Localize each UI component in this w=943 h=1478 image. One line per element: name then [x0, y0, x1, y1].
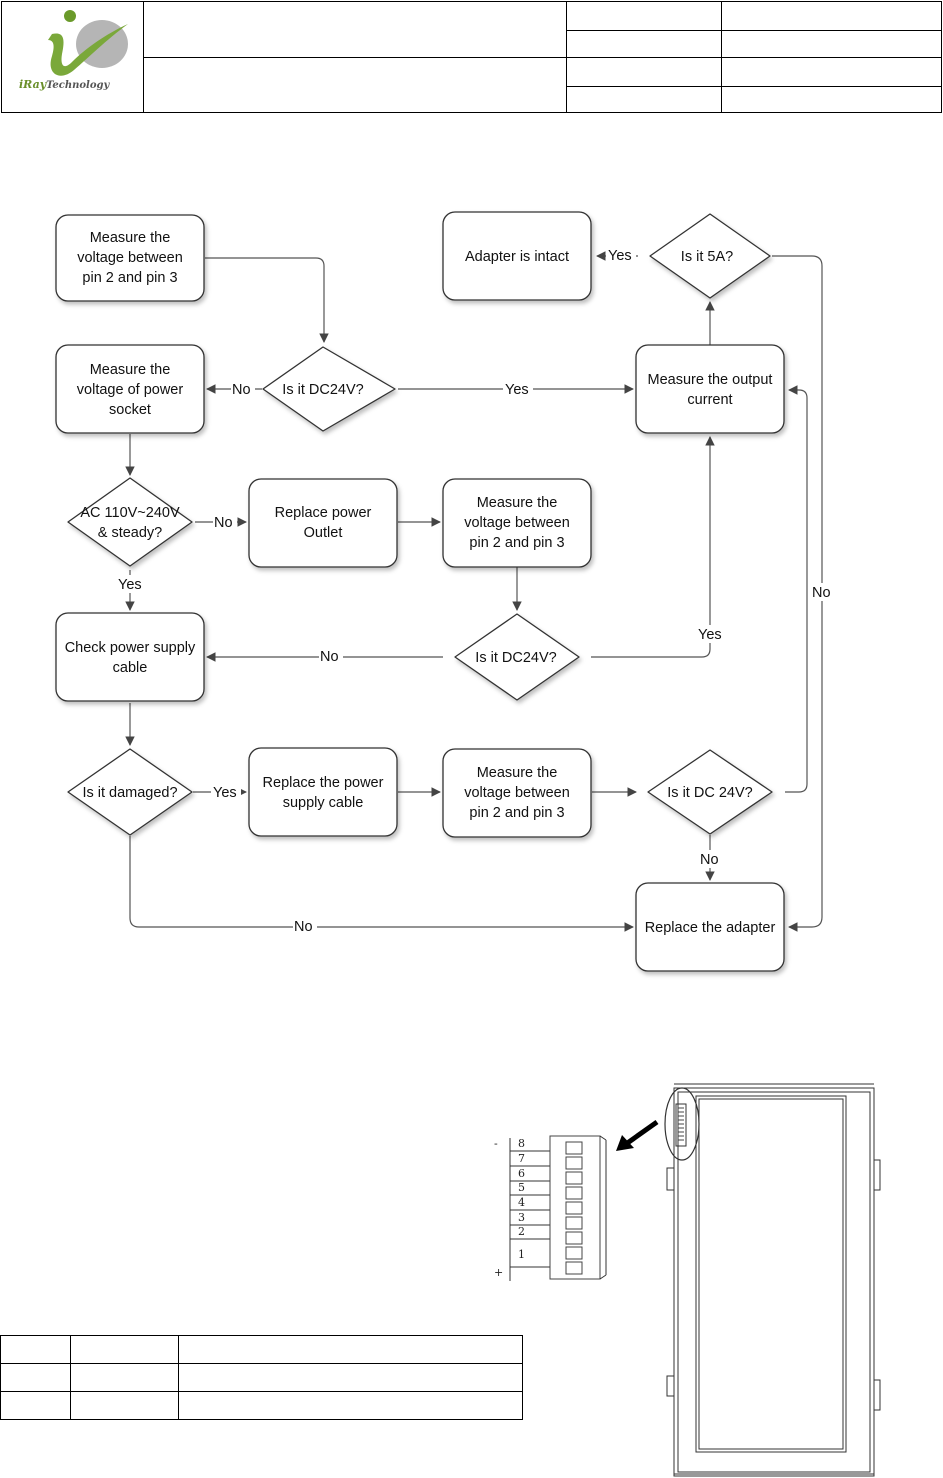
node-text: cable	[113, 660, 148, 676]
table-cell	[178, 1391, 523, 1420]
node-is-dc24v-1	[262, 346, 396, 432]
node-is-dc24v-2	[454, 613, 580, 701]
node-measure-pins-top	[55, 214, 205, 302]
label-yes: Yes	[213, 785, 237, 801]
node-adapter-intact	[442, 211, 592, 301]
node-text: Is it DC24V?	[282, 382, 363, 398]
label-yes: Yes	[698, 627, 722, 643]
pin-label: 6	[518, 1167, 525, 1180]
node-text: Measure the	[477, 765, 558, 781]
node-text: AC 110V~240V	[80, 505, 180, 521]
label-no: No	[232, 382, 251, 398]
label-no: No	[320, 649, 339, 665]
label-no: No	[214, 515, 233, 531]
logo-wordmark: iRayTechnology	[19, 78, 110, 91]
node-text: supply cable	[283, 795, 364, 811]
node-measure-output	[635, 344, 785, 434]
pin-label: 1	[518, 1248, 525, 1261]
node-text: socket	[109, 402, 151, 418]
label-yes: Yes	[608, 248, 632, 264]
node-measure-pins-bot	[442, 748, 592, 838]
node-is-dc24v-3	[647, 749, 773, 835]
node-text: voltage of power	[77, 382, 184, 398]
node-text: Replace power	[275, 505, 372, 521]
device-outline-drawing	[664, 1083, 881, 1477]
node-replace-adapter	[635, 882, 785, 972]
node-text: Adapter is intact	[465, 249, 569, 265]
table-cell	[178, 1363, 523, 1392]
edge-labels: No Yes Yes No Yes No Yes No Yes No No	[116, 246, 835, 935]
pin-label: 5	[518, 1181, 525, 1194]
pin-label: 3	[518, 1211, 525, 1224]
node-text: Is it damaged?	[82, 785, 177, 801]
node-replace-outlet	[248, 478, 398, 568]
company-logo: iRayTechnology	[10, 4, 138, 110]
pin-label: 2	[518, 1225, 525, 1238]
table-cell	[70, 1335, 179, 1364]
node-check-cable	[55, 612, 205, 702]
node-text: pin 2 and pin 3	[469, 805, 564, 821]
node-text: Is it DC 24V?	[667, 785, 752, 801]
label-no: No	[700, 852, 719, 868]
table-row	[0, 1335, 523, 1364]
node-text: Is it 5A?	[681, 249, 733, 265]
table-cell	[0, 1335, 71, 1364]
logo-graphic	[48, 10, 128, 76]
plus-label: +	[494, 1266, 503, 1279]
label-no: No	[294, 919, 313, 935]
node-measure-socket	[55, 344, 205, 434]
label-no: No	[812, 585, 831, 601]
node-ac-steady	[67, 477, 193, 567]
table-cell	[178, 1335, 523, 1364]
node-text: voltage between	[464, 785, 570, 801]
node-text: & steady?	[98, 525, 163, 541]
node-text: Measure the	[90, 230, 171, 246]
table-row	[0, 1363, 523, 1392]
table-cell	[70, 1363, 179, 1392]
table-row	[0, 1391, 523, 1420]
connector-pin-diagram: 8 7 6 5 4 3 2 1 - +	[494, 1135, 607, 1281]
node-text: Replace the power	[263, 775, 384, 791]
pointer-arrow-icon	[616, 1119, 659, 1151]
flow-connectors	[125, 251, 823, 932]
node-measure-pins-mid	[442, 478, 592, 568]
troubleshooting-flowchart: No Yes Yes No Yes No Yes No Yes No No	[55, 211, 835, 972]
node-is-5a	[649, 213, 771, 299]
node-text: Measure the	[90, 362, 171, 378]
pin-label: 8	[518, 1137, 525, 1150]
node-text: Is it DC24V?	[475, 650, 556, 666]
table-cell	[70, 1391, 179, 1420]
table-cell	[0, 1391, 71, 1420]
node-text: Outlet	[304, 525, 343, 541]
node-text: Measure the	[477, 495, 558, 511]
node-text: pin 2 and pin 3	[82, 270, 177, 286]
document-header: iRayTechnology	[1, 1, 942, 113]
node-is-damaged	[67, 748, 193, 836]
node-text: Measure the output	[648, 372, 773, 388]
table-cell	[0, 1363, 71, 1392]
minus-label: -	[494, 1137, 498, 1150]
node-text: current	[687, 392, 732, 408]
pin-label: 7	[518, 1152, 525, 1165]
node-text: Check power supply	[65, 640, 196, 656]
label-yes: Yes	[505, 382, 529, 398]
pin-label: 4	[518, 1196, 525, 1209]
node-text: Replace the adapter	[645, 920, 776, 936]
node-replace-cable	[248, 747, 398, 837]
pin-definition-table	[0, 1335, 523, 1420]
node-text: voltage between	[464, 515, 570, 531]
node-text: voltage between	[77, 250, 183, 266]
label-yes: Yes	[118, 577, 142, 593]
node-text: pin 2 and pin 3	[469, 535, 564, 551]
